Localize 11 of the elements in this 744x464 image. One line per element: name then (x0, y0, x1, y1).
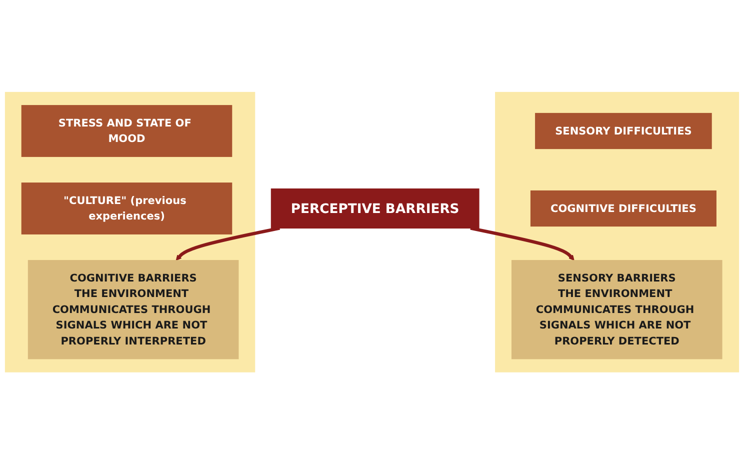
node-box: COGNITIVE BARRIERS THE ENVIRONMENT COMMUNICATES THROUGH SIGNALS WHICH ARE NOT PROPERLY INTERPRETED (28, 260, 239, 360)
node-box: PERCEPTIVE BARRIERS (270, 188, 480, 228)
node-box: COGNITIVE DIFFICULTIES (530, 190, 716, 226)
arrow (470, 226, 574, 260)
arrow (176, 226, 280, 260)
node-box: "CULTURE" (previous experiences) (21, 182, 232, 234)
cluster (495, 92, 740, 372)
node-box: SENSORY DIFFICULTIES (535, 112, 712, 149)
cluster (4, 92, 256, 372)
node-box: SENSORY BARRIERS THE ENVIRONMENT COMMUNICATES THROUGH SIGNALS WHICH ARE NOT PROPERLY DETECTED (511, 260, 722, 360)
node-box: STRESS AND STATE OF MOOD (21, 104, 232, 157)
